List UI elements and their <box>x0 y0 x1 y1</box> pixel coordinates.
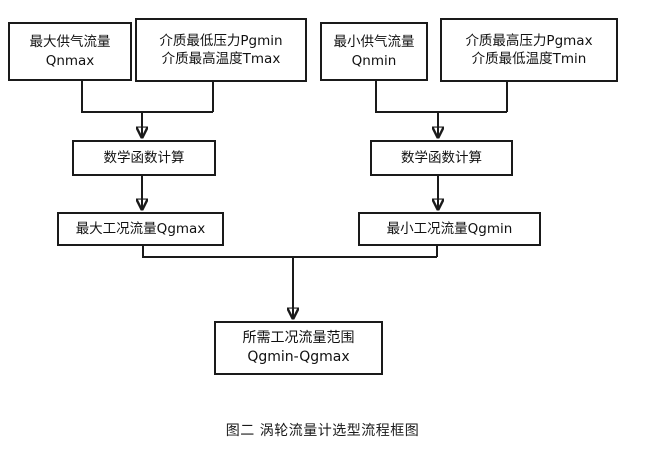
node-max-supply-flow[interactable]: 最大供气流量 Qnmax <box>8 22 132 81</box>
node-min-pressure-max-temp[interactable]: 介质最低压力Pgmin 介质最高温度Tmax <box>135 18 307 82</box>
node-range-line1: 所需工况流量范围 <box>242 330 355 347</box>
node-qnmin-line1: 最小供气流量 <box>333 34 415 51</box>
edge-qgmax-to-merge <box>142 246 437 258</box>
node-max-working-flow-qgmax[interactable]: 最大工况流量Qgmax <box>57 212 224 246</box>
node-calc-right-label: 数学函数计算 <box>401 149 482 166</box>
node-qgmin-label: 最小工况流量Qgmin <box>386 220 513 237</box>
node-qnmax-line2: Qnmax <box>45 52 95 69</box>
node-range-line2: Qgmin-Qgmax <box>247 349 350 365</box>
node-math-function-calc-right[interactable]: 数学函数计算 <box>370 140 513 176</box>
node-qnmin-line2: Qnmin <box>351 52 397 69</box>
node-qgmax-label: 最大工况流量Qgmax <box>75 220 206 237</box>
edge-qnmin-to-calc-right <box>375 81 507 113</box>
node-max-pressure-min-temp[interactable]: 介质最高压力Pgmax 介质最低温度Tmin <box>440 18 618 82</box>
node-min-working-flow-qgmin[interactable]: 最小工况流量Qgmin <box>358 212 541 246</box>
node-required-flow-range[interactable]: 所需工况流量范围 Qgmin-Qgmax <box>214 321 383 375</box>
node-pgmax-line2: 介质最低温度Tmin <box>471 51 587 67</box>
node-pgmax-line1: 介质最高压力Pgmax <box>465 32 593 49</box>
node-pgmin-line1: 介质最低压力Pgmin <box>159 32 283 49</box>
node-pgmin-line2: 介质最高温度Tmax <box>161 51 281 67</box>
node-qnmax-line1: 最大供气流量 <box>29 34 111 51</box>
node-math-function-calc-left[interactable]: 数学函数计算 <box>72 140 216 176</box>
edge-qnmax-to-calc-left <box>81 81 213 113</box>
node-min-supply-flow[interactable]: 最小供气流量 Qnmin <box>320 22 428 81</box>
figure-caption: 图二 涡轮流量计选型流程框图 <box>225 423 420 439</box>
node-calc-left-label: 数学函数计算 <box>103 149 185 166</box>
